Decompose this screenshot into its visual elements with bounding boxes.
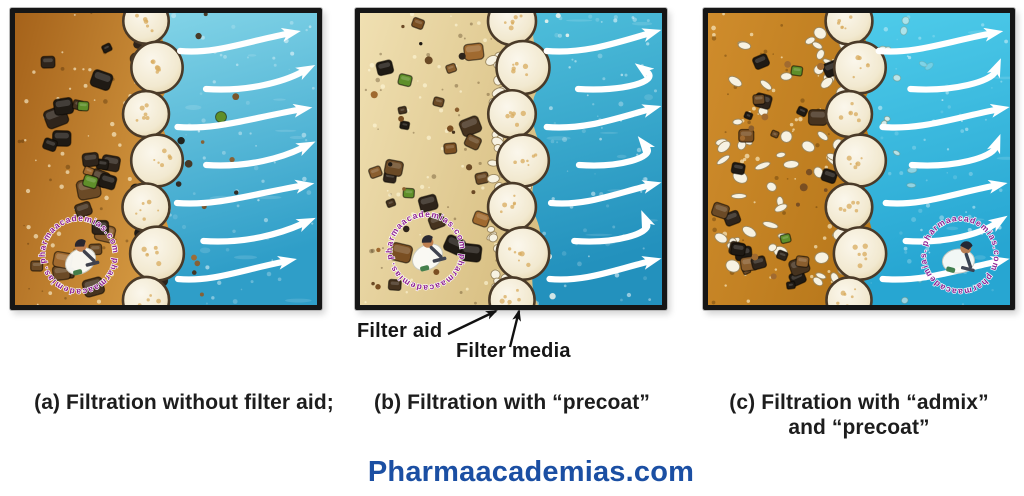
panel-a-illustration: pharmaacademias.com pharmaacademias.com [15,13,317,305]
filter-aid-label: Filter aid [357,320,443,342]
filter-aid-arrow [447,309,498,336]
filter-media-arrow [508,309,521,348]
caption-c-line2: and “precoat” [788,416,930,439]
caption-c: (c) Filtration with “admix” and “precoat… [700,390,1018,440]
panel-filtration-without-aid: pharmaacademias.com pharmaacademias.com [10,8,322,310]
panel-b-illustration: pharmaacademias.com pharmaacademias.com [360,13,662,305]
panel-c-illustration: pharmaacademias.com pharmaacademias.com [708,13,1010,305]
caption-a: (a) Filtration without filter aid; [34,391,334,414]
filter-media-label: Filter media [456,340,571,362]
panel-filtration-precoat: pharmaacademias.com pharmaacademias.com [355,8,667,310]
panel-filtration-admix-precoat: pharmaacademias.com pharmaacademias.com [703,8,1015,310]
caption-b: (b) Filtration with “precoat” [374,391,650,414]
footer-brand: Pharmaacademias.com [367,456,695,488]
annotation-arrows [447,309,521,348]
caption-c-line1: (c) Filtration with “admix” [729,391,989,414]
